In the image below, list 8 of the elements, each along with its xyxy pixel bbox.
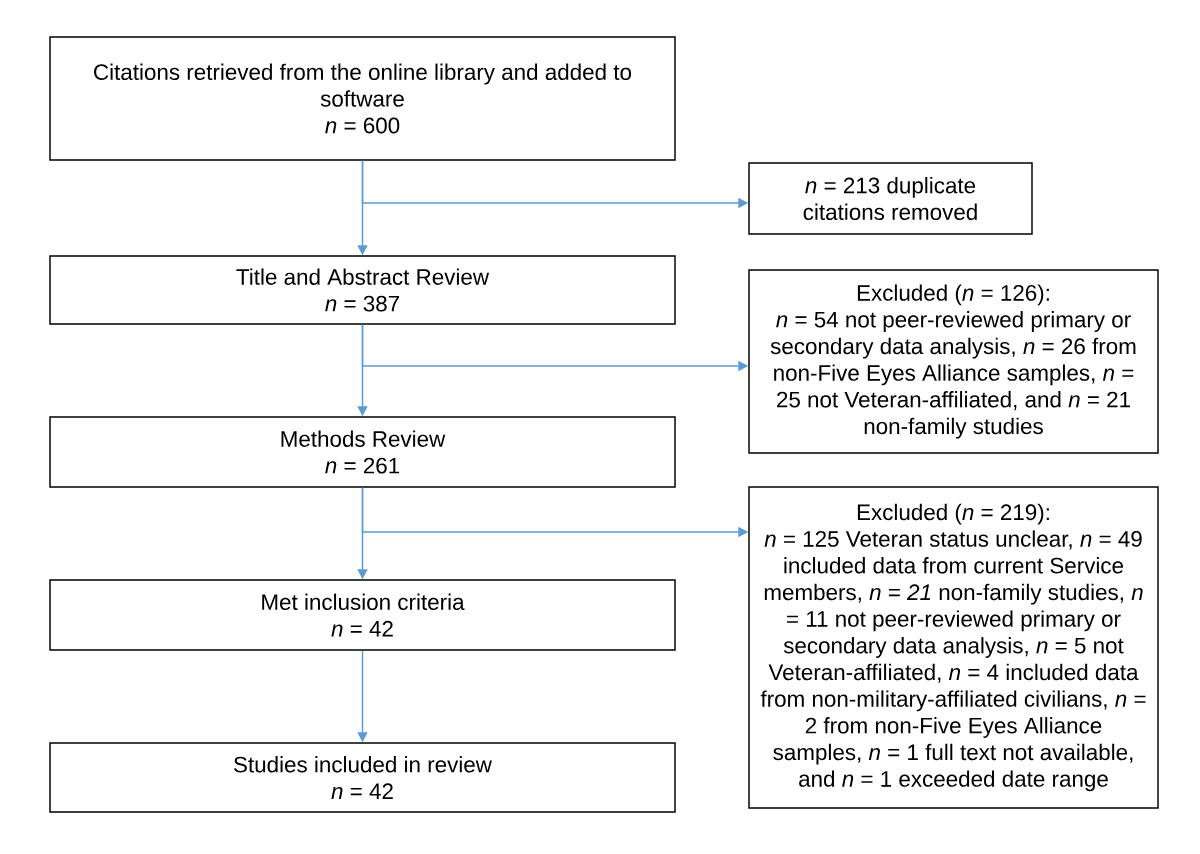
process-box: Title and Abstract Review n = 387 — [49, 255, 676, 325]
process-box: Met inclusion criteria n = 42 — [49, 579, 676, 651]
process-box: Methods Review n = 261 — [49, 416, 676, 488]
process-box: Citations retrieved from the online library and added to software n = 600 — [49, 36, 676, 161]
exclusion-box: Excluded (n = 219): n = 125 Veteran status unclear, n = 49 included data from current Service members, n = 21 non-family studies, n = 11 not peer-reviewed primary or secondary data analysis, n = 5 not Veteran-affiliated, n = 4 included data from non-military-affiliated civilians, n = 2 from non-Five Eyes Alliance samples, n = 1 full text not available, and n = 1 exceeded date range — [748, 486, 1159, 809]
exclusion-box: Excluded (n = 126): n = 54 not peer-reviewed primary or secondary data analysis, n = 26 from non-Five Eyes Alliance samples, n = 25 not Veteran-affiliated, and n = 21 non-family studies — [748, 269, 1159, 454]
process-box: Studies included in review n = 42 — [49, 742, 676, 813]
exclusion-box: n = 213 duplicate citations removed — [748, 162, 1033, 235]
